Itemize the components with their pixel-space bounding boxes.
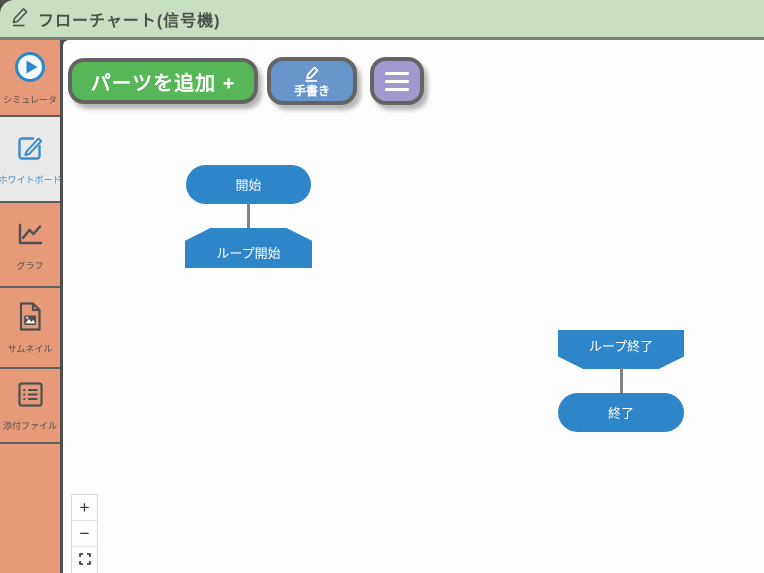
fullscreen-icon [78, 550, 91, 570]
node-label: ループ終了 [588, 338, 654, 354]
fullscreen-button[interactable] [72, 547, 97, 573]
sidebar-item-label: 添付ファイル [2, 421, 57, 431]
flow-node-loop-end[interactable]: ループ終了 [558, 330, 684, 369]
header-bar: フローチャート(信号機) [0, 0, 764, 40]
connector-line [620, 368, 623, 394]
handwriting-button[interactable]: 手書き [267, 57, 357, 105]
sidebar-item-label: ホワイトボード [0, 175, 62, 185]
sidebar-item-attachments[interactable]: 添付ファイル [0, 369, 60, 444]
menu-button[interactable] [370, 57, 424, 105]
whiteboard-edit-icon [14, 132, 46, 169]
zoom-in-button[interactable]: + [72, 495, 97, 521]
node-label: 終了 [607, 406, 634, 421]
sidebar-item-graph[interactable]: グラフ [0, 203, 60, 288]
node-label: ループ開始 [216, 246, 281, 261]
list-file-icon [15, 379, 46, 415]
zoom-out-button[interactable]: − [72, 521, 97, 547]
add-parts-button[interactable]: パーツを追加 + [68, 58, 258, 104]
sidebar-item-label: シミュレータ [3, 94, 57, 105]
flow-node-end[interactable]: 終了 [558, 393, 684, 432]
image-file-icon [16, 300, 44, 338]
zoom-controls: + − [71, 494, 98, 573]
play-icon [13, 50, 47, 89]
pencil-icon [301, 65, 323, 84]
sidebar: シミュレータ ホワイトボード グラフ [0, 40, 63, 573]
handwriting-label: 手書き [293, 84, 330, 98]
line-chart-icon [14, 218, 46, 255]
sidebar-item-label: サムネイル [7, 344, 53, 354]
flow-node-loop-start[interactable]: ループ開始 [185, 228, 312, 268]
flow-node-start[interactable]: 開始 [186, 165, 311, 204]
whiteboard-canvas[interactable]: パーツを追加 + 手書き 開始 ループ開始 ループ終了 [63, 40, 764, 573]
sidebar-item-thumbnail[interactable]: サムネイル [0, 288, 60, 369]
page-title: フローチャート(信号機) [38, 12, 221, 30]
hamburger-menu-icon [385, 71, 409, 91]
sidebar-item-whiteboard[interactable]: ホワイトボード [0, 117, 62, 203]
add-parts-label: パーツを追加 + [90, 72, 236, 95]
sidebar-item-label: グラフ [16, 260, 44, 271]
sidebar-item-simulator[interactable]: シミュレータ [0, 40, 60, 117]
node-label: 開始 [235, 178, 262, 193]
edit-title-icon[interactable] [11, 6, 29, 32]
connector-line [247, 203, 250, 229]
